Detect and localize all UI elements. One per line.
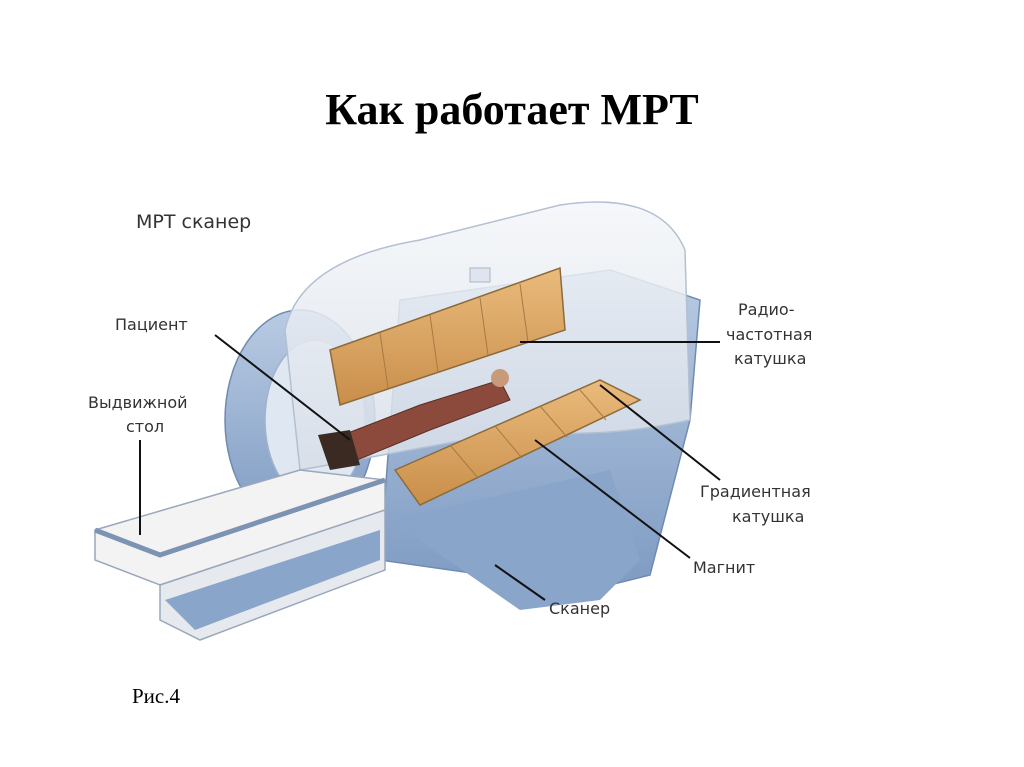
label-patient: Пациент [115,315,188,334]
rf-coil [329,266,566,406]
leader-lines [139,334,721,601]
label-rf-line3: катушка [734,349,806,368]
label-table-line1: Выдвижной [88,393,188,412]
diagram-heading: МРТ сканер [136,211,251,233]
label-gradient-line2: катушка [732,507,804,526]
label-rf-line1: Радио- [738,300,794,319]
gradient-coil [393,379,642,506]
label-table-line2: стол [126,417,164,436]
sliding-table [94,469,386,641]
label-rf-line2: частотная [726,325,812,344]
figure-caption: Рис.4 [132,684,180,708]
slide-title: Как работает МРТ [325,85,699,134]
label-scanner: Сканер [549,599,610,618]
label-gradient-line1: Градиентная [700,482,811,501]
label-magnet: Магнит [693,558,755,577]
